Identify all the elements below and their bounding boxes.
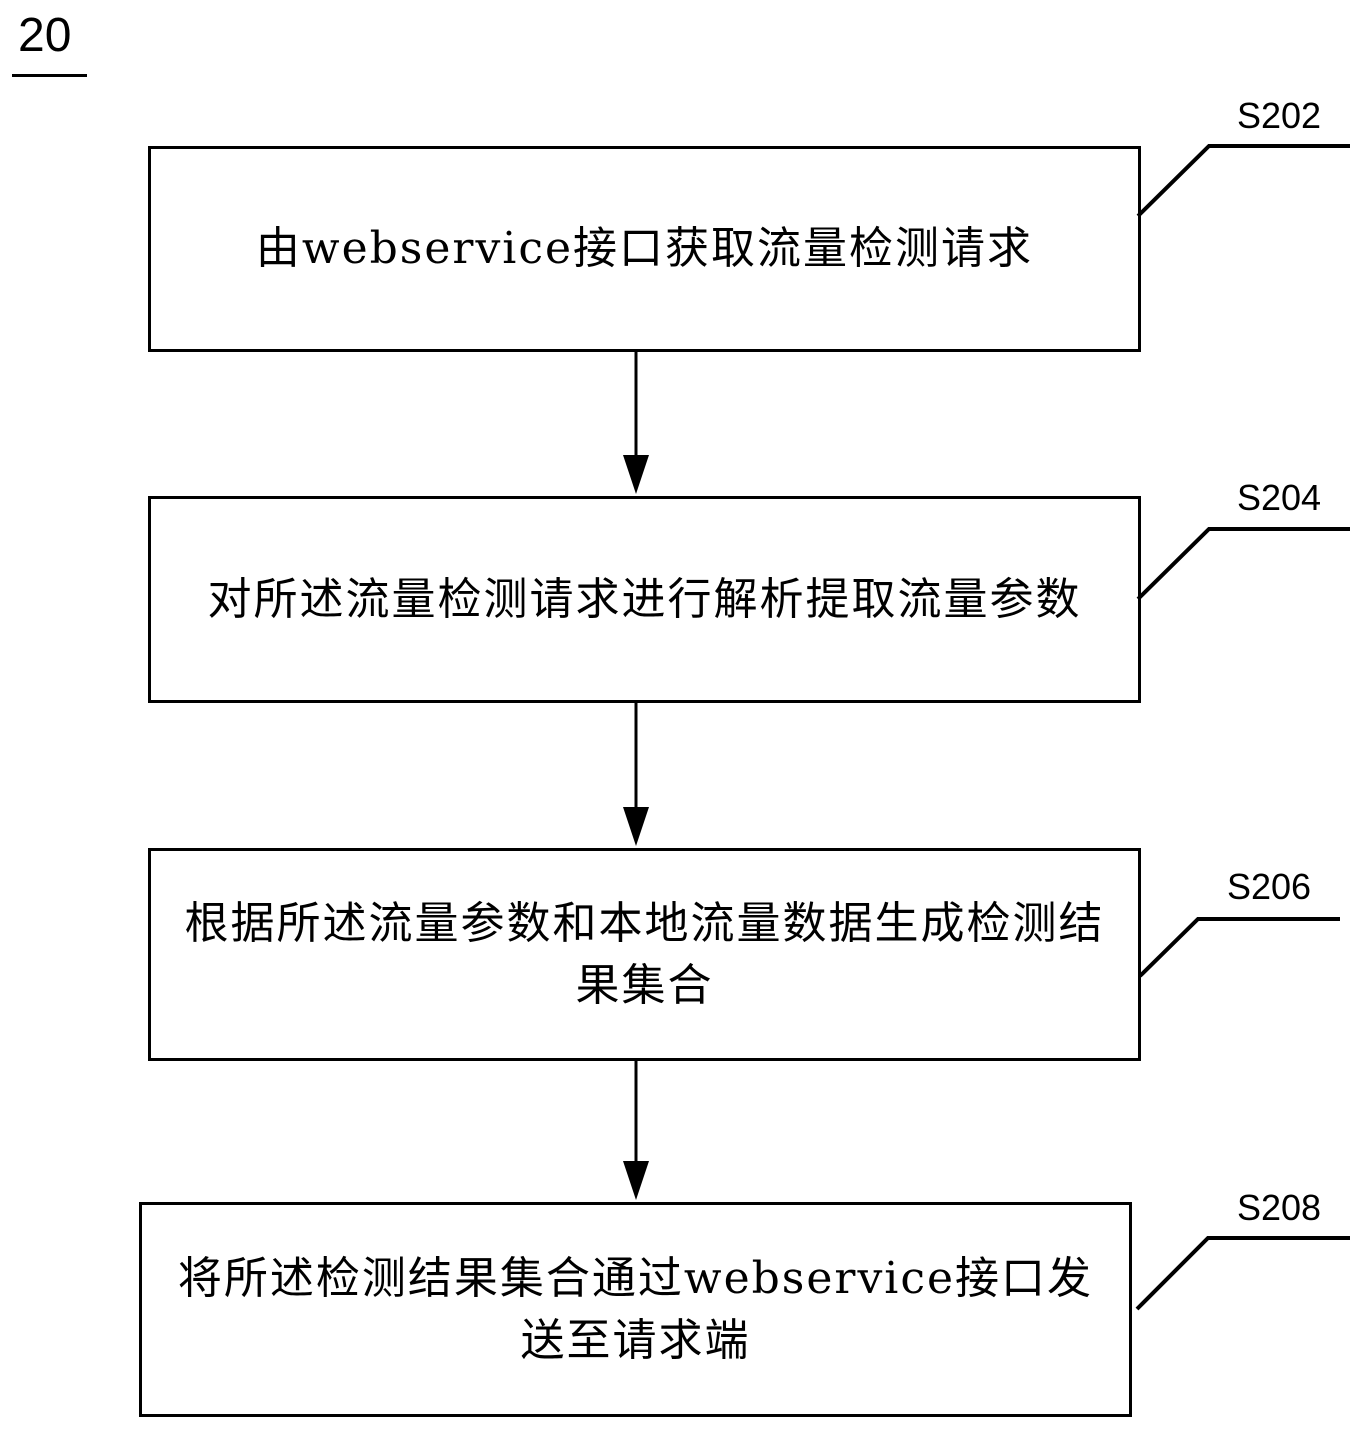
- arrow-s202-s204: [623, 352, 649, 494]
- arrow-s204-s206: [623, 703, 649, 846]
- arrow-head-icon: [623, 1161, 649, 1200]
- step-label-s204: S204: [1237, 477, 1322, 518]
- step-label-s208: S208: [1237, 1187, 1322, 1228]
- step-box-s208: 将所述检测结果集合通过webservice接口发送至请求端: [139, 1202, 1132, 1417]
- leader-line-s202: [1136, 144, 1350, 218]
- leader-line-s208: [1135, 1236, 1350, 1311]
- leader-line-s206: [1138, 917, 1340, 978]
- step-text-s204: 对所述流量检测请求进行解析提取流量参数: [207, 573, 1082, 625]
- step-label-s202: S202: [1237, 95, 1322, 136]
- leader-line-s204: [1136, 527, 1350, 601]
- step-text-s206: 根据所述流量参数和本地流量数据生成检测结果集合: [184, 897, 1105, 1011]
- step-box-s206: 根据所述流量参数和本地流量数据生成检测结果集合: [148, 848, 1141, 1061]
- step-box-s204: 对所述流量检测请求进行解析提取流量参数: [148, 496, 1141, 703]
- step-text-s208: 将所述检测结果集合通过webservice接口发送至请求端: [177, 1252, 1094, 1366]
- step-text-s202: 由webservice接口获取流量检测请求: [255, 223, 1034, 274]
- arrow-head-icon: [623, 455, 649, 494]
- step-box-s202: 由webservice接口获取流量检测请求: [148, 146, 1141, 352]
- figure-number-underline: [12, 74, 87, 77]
- arrow-head-icon: [623, 807, 649, 846]
- step-label-s206: S206: [1227, 866, 1312, 907]
- figure-number: 20: [18, 9, 72, 62]
- arrow-s206-s208: [623, 1061, 649, 1200]
